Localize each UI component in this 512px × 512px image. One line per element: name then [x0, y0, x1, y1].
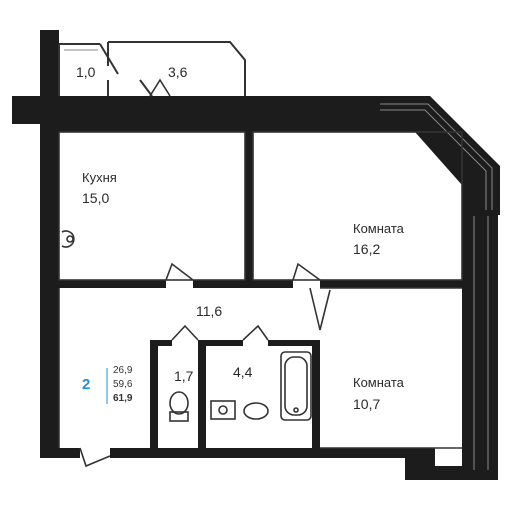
washing-machine — [210, 400, 236, 420]
wall-mid — [193, 280, 293, 288]
wall-wc-left — [150, 340, 158, 448]
wall-corner — [380, 96, 500, 215]
wall-bath-top-right — [268, 340, 318, 346]
wall-right — [462, 215, 498, 480]
bathroom-area: 4,4 — [233, 364, 253, 380]
wall-room-divider — [320, 280, 462, 288]
bathtub-inner — [284, 356, 308, 416]
wall-bottom-left — [40, 448, 80, 458]
kitchen-name: Кухня — [82, 170, 117, 185]
kitchen-riser — [61, 230, 75, 248]
wall-top-left — [40, 96, 190, 132]
kitchen-area: 15,0 — [82, 190, 110, 206]
wall-bottom — [110, 448, 410, 458]
living-area: 26,9 — [113, 365, 133, 376]
area-with-balconies: 61,9 — [113, 393, 133, 404]
walls — [12, 30, 500, 480]
wall-kitchen-room — [245, 132, 253, 280]
wall-top-mid — [190, 96, 380, 132]
fixtures — [61, 230, 312, 422]
toilet — [169, 391, 189, 415]
wall-kitchen-bottom — [59, 280, 166, 288]
wall-left — [40, 30, 59, 450]
area-summary: 26,9 59,6 61,9 — [113, 364, 132, 406]
room-2-area: 10,7 — [353, 396, 381, 412]
rooms-count-badge: 2 — [82, 376, 91, 393]
glazing — [64, 49, 493, 470]
wc-area: 1,7 — [174, 368, 194, 384]
wall-wc-top-left — [150, 340, 172, 346]
total-area: 59,6 — [113, 379, 133, 390]
doors — [79, 78, 331, 468]
wall-bath-right — [312, 340, 320, 448]
wall-wc-bath — [198, 340, 206, 448]
toilet-tank — [169, 411, 189, 422]
room-1-name: Комната — [353, 221, 404, 236]
wall-bath-top — [198, 340, 243, 346]
room-2-name: Комната — [353, 375, 404, 390]
room-lines — [58, 131, 463, 449]
balcony-area: 3,6 — [168, 64, 188, 80]
balcony-outline — [58, 41, 246, 97]
balcony-small-area: 1,0 — [76, 64, 96, 80]
hall-area: 11,6 — [196, 303, 223, 319]
sink — [243, 402, 269, 420]
bathtub — [280, 351, 312, 421]
room-1-area: 16,2 — [353, 241, 381, 257]
